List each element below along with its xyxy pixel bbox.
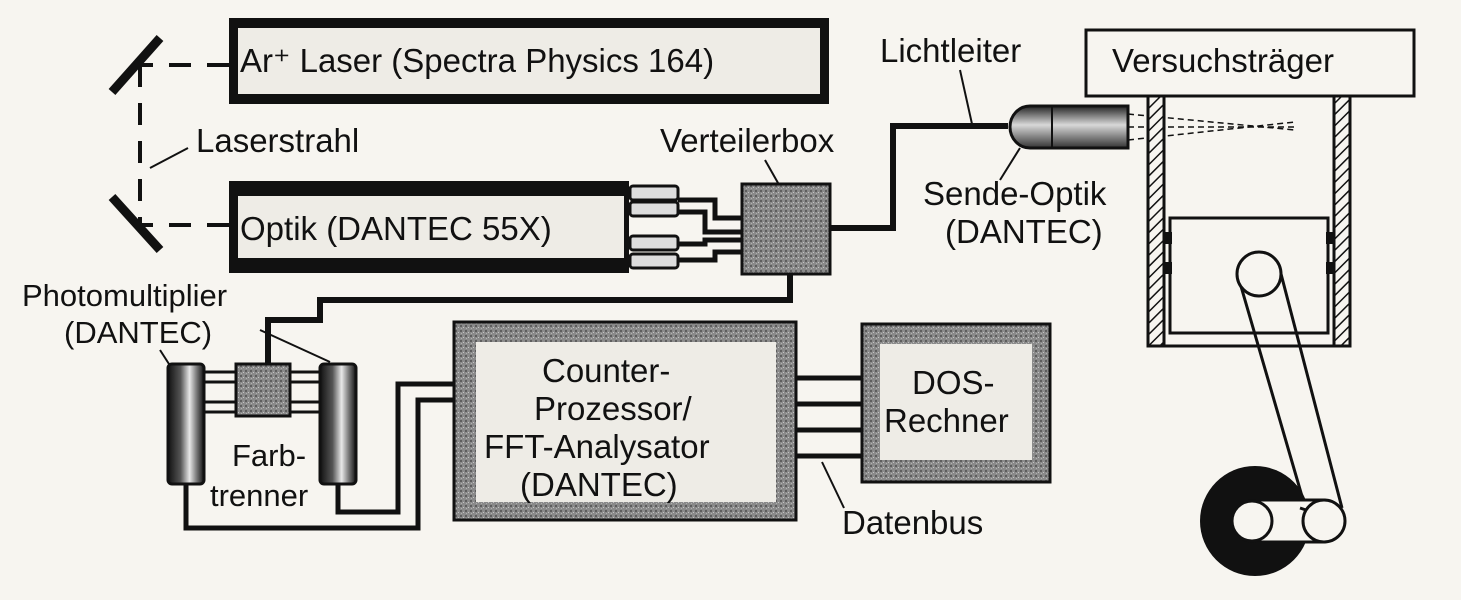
optik-label: Optik (DANTEC 55X) <box>240 210 552 247</box>
dos-label-1: DOS- <box>912 364 995 401</box>
sende-optik-label-2: (DANTEC) <box>945 213 1103 250</box>
datenbus-label: Datenbus <box>842 504 983 541</box>
lichtleiter-leader <box>959 69 973 125</box>
verteilerbox-label: Verteilerbox <box>660 122 835 159</box>
laser-label: Ar⁺ Laser (Spectra Physics 164) <box>240 42 714 79</box>
sende-optik-probe <box>1008 104 1296 150</box>
optik-connectors <box>628 184 680 270</box>
versuchstraeger-label: Versuchsträger <box>1112 42 1334 79</box>
versuchstraeger-box <box>1084 28 1416 98</box>
crank-mechanism <box>1200 250 1347 576</box>
lichtleiter-label: Lichtleiter <box>880 32 1021 69</box>
sende-optik-leader <box>999 147 1021 181</box>
farbtrenner-label-2: trenner <box>210 478 308 513</box>
pm-couplings <box>202 370 322 414</box>
counter-processor-box: Counter- Prozessor/ FFT-Analysator (DANT… <box>452 320 798 522</box>
farbtrenner <box>234 362 292 418</box>
lower-mirror <box>108 193 164 254</box>
sende-optik-label-1: Sende-Optik <box>923 175 1107 212</box>
photomultiplier-label-1: Photomultiplier <box>22 278 227 313</box>
photomultiplier-label-2: (DANTEC) <box>64 315 212 350</box>
laser-box: Ar⁺ Laser (Spectra Physics 164) <box>229 18 829 104</box>
laser-beam <box>138 63 229 227</box>
photomultiplier-right <box>318 362 358 486</box>
optik-fibers <box>678 197 745 263</box>
mirrors <box>108 35 164 254</box>
datenbus-leader <box>821 461 845 509</box>
laserstrahl-label: Laserstrahl <box>196 122 359 159</box>
return-fiber <box>265 274 793 368</box>
counter-label-4: (DANTEC) <box>520 466 678 503</box>
lichtleiter-fiber <box>830 123 1008 231</box>
counter-label-1: Counter- <box>542 352 670 389</box>
dos-rechner-box: DOS- Rechner <box>860 322 1052 484</box>
datenbus-lines <box>796 375 864 459</box>
optik-box: Optik (DANTEC 55X) <box>229 181 680 273</box>
verteilerbox <box>740 182 832 276</box>
upper-mirror <box>108 35 164 95</box>
counter-label-3: FFT-Analysator <box>484 428 710 465</box>
pm-leader-right <box>259 329 331 363</box>
photomultiplier-left <box>166 362 206 486</box>
counter-label-2: Prozessor/ <box>534 390 693 427</box>
pm-signal-cables <box>183 381 456 531</box>
farbtrenner-label-1: Farb- <box>232 438 306 473</box>
laserstrahl-leader <box>149 147 189 169</box>
dos-label-2: Rechner <box>884 402 1009 439</box>
